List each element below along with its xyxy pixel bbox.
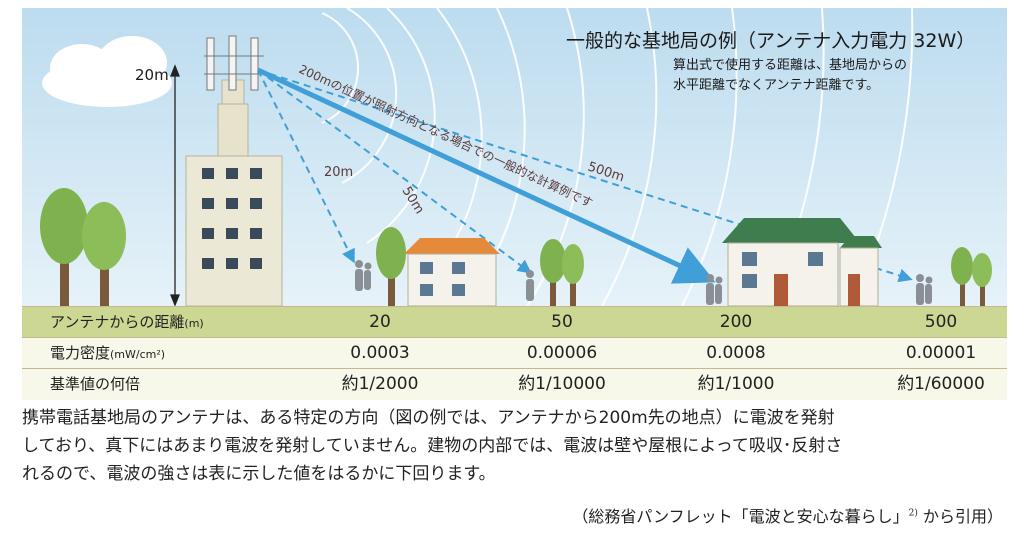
antenna-icon bbox=[204, 35, 264, 91]
table-row-distance: アンテナからの距離(m) 20 50 200 500 bbox=[22, 306, 1007, 338]
table-row-density: 電力密度(mW/cm²) 0.0003 0.00006 0.0008 0.000… bbox=[22, 337, 1007, 369]
table-cell: 約1/1000 bbox=[697, 374, 775, 394]
cloud bbox=[42, 36, 172, 107]
people-icon bbox=[355, 260, 933, 305]
ray-label-20m: 20m bbox=[324, 165, 353, 180]
table-cell: 0.0003 bbox=[350, 343, 410, 363]
tree-mid bbox=[376, 227, 992, 306]
table-cell: 約1/10000 bbox=[518, 374, 606, 394]
height-arrow bbox=[170, 64, 180, 306]
body-line: 携帯電話基地局のアンテナは、ある特定の方向（図の例では、アンテナから200m先の… bbox=[22, 408, 835, 428]
row-header-distance: アンテナからの距離(m) bbox=[50, 313, 204, 331]
diagram-panel: 20m 50m 200mの位置が照射方向となる場合での一般的な計算例です 500… bbox=[22, 8, 1007, 400]
table-cell: 200 bbox=[719, 312, 753, 332]
body-text: 携帯電話基地局のアンテナは、ある特定の方向（図の例では、アンテナから200m先の… bbox=[22, 404, 1012, 488]
base-station-building bbox=[185, 79, 283, 306]
ray-50m bbox=[257, 69, 532, 274]
row-header-density: 電力密度(mW/cm²) bbox=[50, 344, 166, 362]
table-cell: 約1/60000 bbox=[897, 374, 985, 394]
table-row-ratio: 基準値の何倍 約1/2000 約1/10000 約1/1000 約1/60000 bbox=[22, 368, 1007, 400]
table-cell: 0.00001 bbox=[905, 343, 977, 363]
table-cell: 約1/2000 bbox=[341, 374, 419, 394]
height-label: 20m bbox=[135, 66, 169, 84]
body-line: れるので、電波の強さは表に示した値をはるかに下回ります。 bbox=[22, 464, 496, 484]
figure-note-line1: 算出式で使用する距離は、基地局からの bbox=[673, 58, 908, 73]
house-orange bbox=[404, 238, 500, 306]
table-cell: 20 bbox=[369, 312, 391, 332]
scene: 20m 50m 200mの位置が照射方向となる場合での一般的な計算例です 500… bbox=[22, 8, 1007, 306]
table-cell: 50 bbox=[551, 312, 573, 332]
body-line: しており、真下にはあまり電波を発射していません。建物の内部では、電波は壁や屋根に… bbox=[22, 436, 843, 456]
house-green bbox=[722, 218, 882, 306]
source-citation: （総務省パンフレット「電波と安心な暮らし」2) から引用） bbox=[572, 507, 1003, 526]
ray-200m bbox=[256, 67, 716, 284]
table-cell: 0.00006 bbox=[526, 343, 598, 363]
data-table: アンテナからの距離(m) 20 50 200 500 電力密度(mW/cm²) … bbox=[22, 306, 1007, 400]
figure-note-line2: 水平距離でなくアンテナ距離です。 bbox=[673, 78, 880, 93]
row-header-ratio: 基準値の何倍 bbox=[50, 375, 141, 393]
table-cell: 0.0008 bbox=[706, 343, 766, 363]
table-cell: 500 bbox=[924, 312, 958, 332]
tree-left bbox=[40, 188, 126, 306]
figure-title: 一般的な基地局の例（アンテナ入力電力 32W） bbox=[566, 30, 976, 52]
